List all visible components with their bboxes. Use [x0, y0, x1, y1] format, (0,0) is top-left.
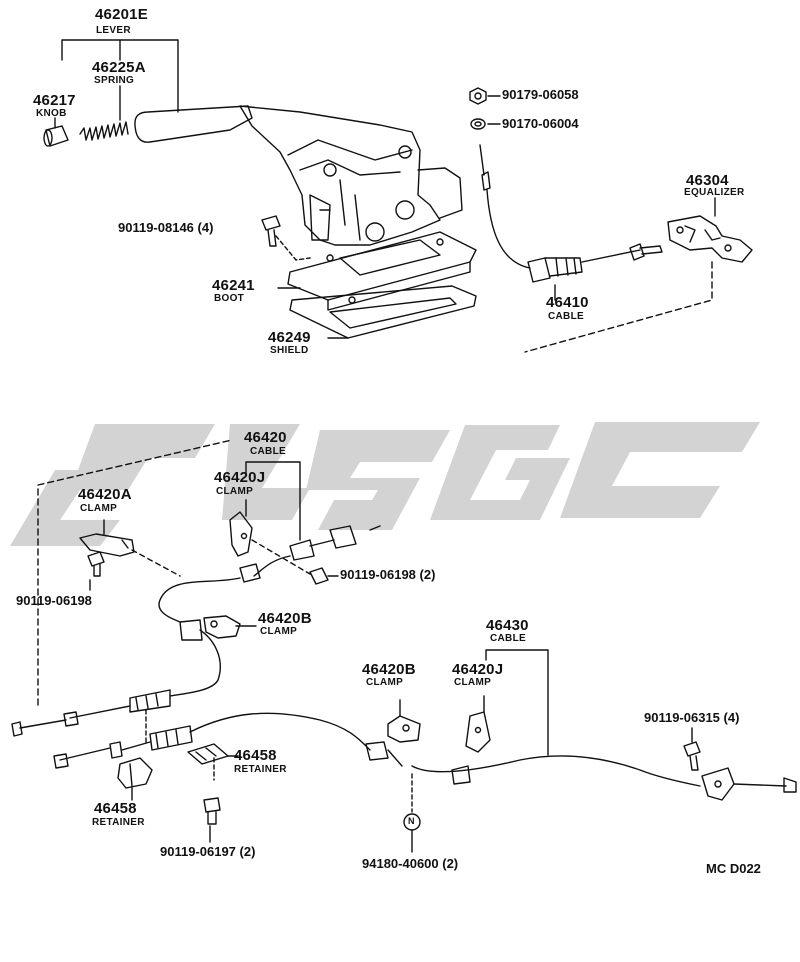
left-cable-name: CABLE [250, 446, 286, 457]
equalizer-part [667, 197, 753, 263]
lever-bracket [61, 39, 179, 113]
lever-part-number: 46201E [95, 6, 148, 23]
nut-06004-label: 90170-06004 [502, 116, 579, 131]
nut-40600-part [403, 773, 421, 853]
retainer-1-part [117, 757, 153, 801]
boot-name: BOOT [214, 293, 245, 304]
clamp-j1-part-number: 46420J [214, 469, 266, 486]
clamp-b2-name: CLAMP [366, 677, 404, 688]
clamp-a-name: CLAMP [80, 503, 118, 514]
clamp-j1-part [229, 499, 253, 557]
right-cable-name: CABLE [490, 633, 526, 644]
lever-part [134, 105, 463, 246]
clamp-b1-part-number: 46420B [258, 610, 312, 627]
cable-l-bracket [245, 461, 301, 541]
right-cable-part-number: 46430 [486, 617, 529, 634]
watermark-logo [10, 422, 760, 546]
nut-06004-part [470, 118, 486, 130]
retainer-2-part [187, 743, 239, 765]
clamp-j2-part [465, 695, 491, 753]
knob-part [43, 125, 69, 147]
bolt-06198-b-part [251, 539, 339, 585]
spring-part [79, 121, 129, 141]
retainer-2-part-number: 46458 [234, 747, 277, 764]
clamp-j2-part-number: 46420J [452, 661, 504, 678]
spring-name: SPRING [94, 75, 135, 86]
right-cable-part [53, 712, 797, 801]
clamp-a-part-number: 46420A [78, 486, 132, 503]
clamp-b2-part-number: 46420B [362, 661, 416, 678]
drawing-code: MC D022 [706, 861, 761, 876]
clamp-b1-name: CLAMP [260, 626, 298, 637]
lever-name: LEVER [96, 25, 131, 36]
nut-40600-label: 94180-40600 (2) [362, 856, 459, 871]
nut-06058-part [469, 87, 487, 105]
shield-name: SHIELD [270, 345, 309, 356]
retainer-2-name: RETAINER [234, 764, 287, 775]
bolt-06315-part [683, 727, 701, 771]
bolt-08146-part [261, 215, 311, 261]
bolt-06198-a-label: 90119-06198 [16, 593, 92, 608]
bolt-06197-label: 90119-06197 (2) [160, 844, 256, 859]
bolt-08146-label: 90119-08146 (4) [118, 220, 214, 235]
bolt-06197-part [203, 797, 221, 843]
left-cable-part-number: 46420 [244, 429, 287, 446]
equalizer-name: EQUALIZER [684, 187, 745, 198]
knob-part-number: 46217 [33, 92, 76, 109]
clamp-b1-part [203, 615, 257, 639]
nut-06058-label: 90179-06058 [502, 87, 579, 102]
left-cable-dashed-link [37, 439, 233, 706]
boot-part-number: 46241 [212, 277, 255, 294]
shield-part [289, 285, 477, 339]
front-cable-part [479, 144, 663, 301]
clamp-j1-name: CLAMP [216, 486, 254, 497]
front-cable-part-number: 46410 [546, 294, 589, 311]
retainer-1-name: RETAINER [92, 817, 145, 828]
equalizer-part-number: 46304 [686, 172, 729, 189]
front-cable-name: CABLE [548, 311, 584, 322]
nut-40600-symbol: N [408, 816, 415, 826]
clamp-a-part [79, 519, 181, 577]
equalizer-link [524, 261, 713, 353]
bolt-06198-b-label: 90119-06198 (2) [340, 567, 436, 582]
retainer-1-part-number: 46458 [94, 800, 137, 817]
bolt-06315-label: 90119-06315 (4) [644, 710, 740, 725]
cable-r-bracket [485, 649, 549, 756]
clamp-j2-name: CLAMP [454, 677, 492, 688]
bolt-06198-a-part [87, 551, 105, 591]
left-cable-part [11, 525, 381, 743]
clamp-b2-part [387, 699, 421, 743]
shield-part-number: 46249 [268, 329, 311, 346]
knob-name: KNOB [36, 108, 67, 119]
spring-part-number: 46225A [92, 59, 146, 76]
